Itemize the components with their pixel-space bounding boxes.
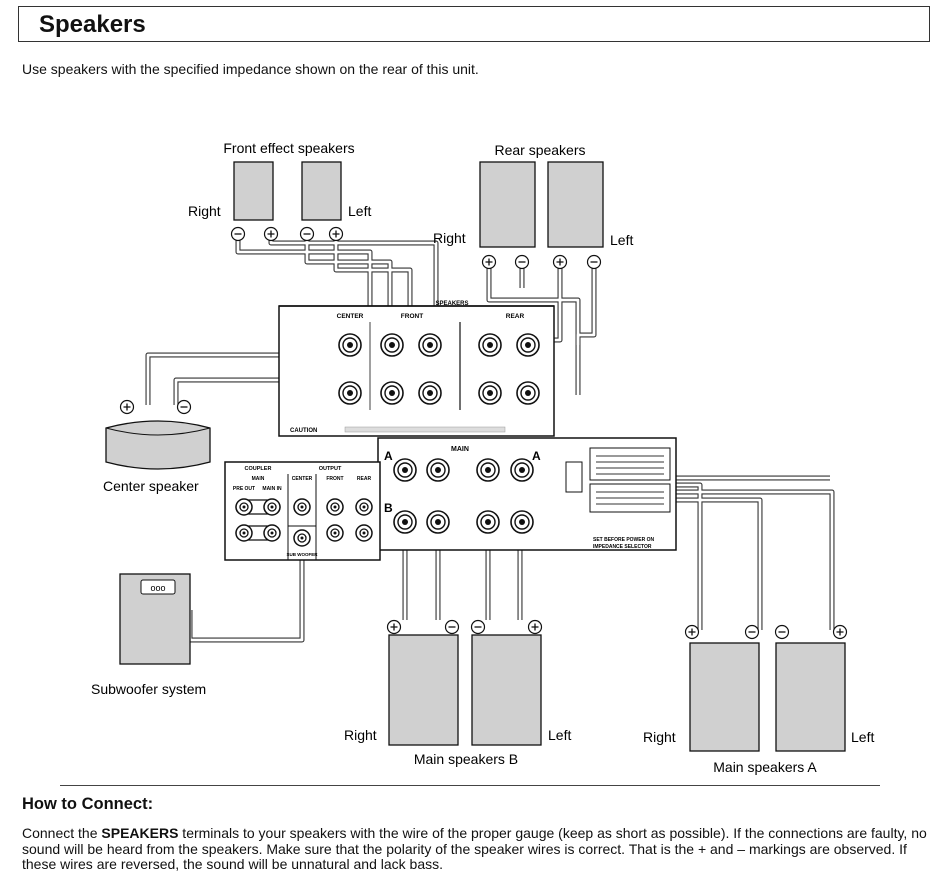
howto-paragraph: Connect the SPEAKERS terminals to your s… — [22, 825, 937, 873]
panel-speakers-label: SPEAKERS — [435, 301, 468, 307]
panel-a-right-label: A — [532, 449, 541, 463]
section-title-box: Speakers — [18, 6, 930, 42]
subwoofer-system: ooo Subwoofer system — [91, 573, 206, 697]
section-title: Speakers — [39, 11, 146, 38]
panel-out-rear-label: REAR — [357, 476, 372, 482]
para-part-1: Connect the — [22, 825, 102, 841]
main-b-right-label: Right — [344, 727, 377, 743]
panel-output-label: OUTPUT — [319, 466, 342, 472]
panel-sub-woofer-label: SUB WOOFER — [287, 552, 319, 557]
main-speakers-b: Right Left Main speakers B — [344, 619, 571, 767]
main-a-label: Main speakers A — [713, 759, 817, 775]
subwoofer-label: Subwoofer system — [91, 681, 206, 697]
front-effect-label: Front effect speakers — [223, 140, 354, 156]
para-part-2: terminals to your speakers with the wire… — [22, 825, 927, 872]
main-a-right-label: Right — [643, 729, 676, 745]
front-left-label: Left — [348, 203, 371, 219]
speaker-wires — [145, 234, 835, 643]
main-a-left-label: Left — [851, 729, 874, 745]
panel-caution-label: CAUTION — [290, 428, 317, 434]
panel-pre-out-label: PRE OUT — [233, 486, 255, 492]
front-right-label: Right — [188, 203, 221, 219]
panel-main-in-label: MAIN IN — [262, 486, 282, 492]
front-effect-speakers: Front effect speakers Right Left — [188, 140, 371, 242]
howto-title: How to Connect: — [22, 795, 154, 813]
panel-a-left-label: A — [384, 449, 393, 463]
main-b-label: Main speakers B — [414, 751, 518, 767]
intro-text: Use speakers with the specified impedanc… — [22, 61, 479, 77]
panel-set-before-label: SET BEFORE POWER ON — [593, 537, 655, 543]
panel-coupler-main-label: MAIN — [252, 476, 265, 482]
main-speakers-a: Right Left Main speakers A — [643, 624, 874, 775]
panel-b-label: B — [384, 501, 393, 515]
panel-coupler-label: COUPLER — [245, 466, 272, 472]
rear-label: Rear speakers — [494, 142, 585, 158]
section-divider — [60, 785, 880, 786]
panel-center-label: CENTER — [337, 313, 364, 320]
main-b-left-label: Left — [548, 727, 571, 743]
rear-speakers: Rear speakers Right Left — [433, 142, 633, 270]
panel-impedance-label: IMPEDANCE SELECTOR — [593, 544, 652, 550]
panel-rear-label: REAR — [506, 313, 525, 320]
center-speaker: Center speaker — [103, 399, 211, 494]
rear-left-label: Left — [610, 232, 633, 248]
panel-front-label: FRONT — [401, 313, 423, 320]
panel-main-label: MAIN — [451, 446, 469, 453]
panel-out-center-label: CENTER — [292, 476, 313, 482]
panel-out-front-label: FRONT — [326, 476, 343, 482]
rear-right-label: Right — [433, 230, 466, 246]
rear-panel: SPEAKERS CENTER FRONT REAR CAUTION MAIN … — [224, 301, 677, 561]
center-speaker-label: Center speaker — [103, 478, 199, 494]
subwoofer-jack-label: ooo — [150, 583, 165, 593]
para-bold-speakers: SPEAKERS — [101, 825, 179, 841]
